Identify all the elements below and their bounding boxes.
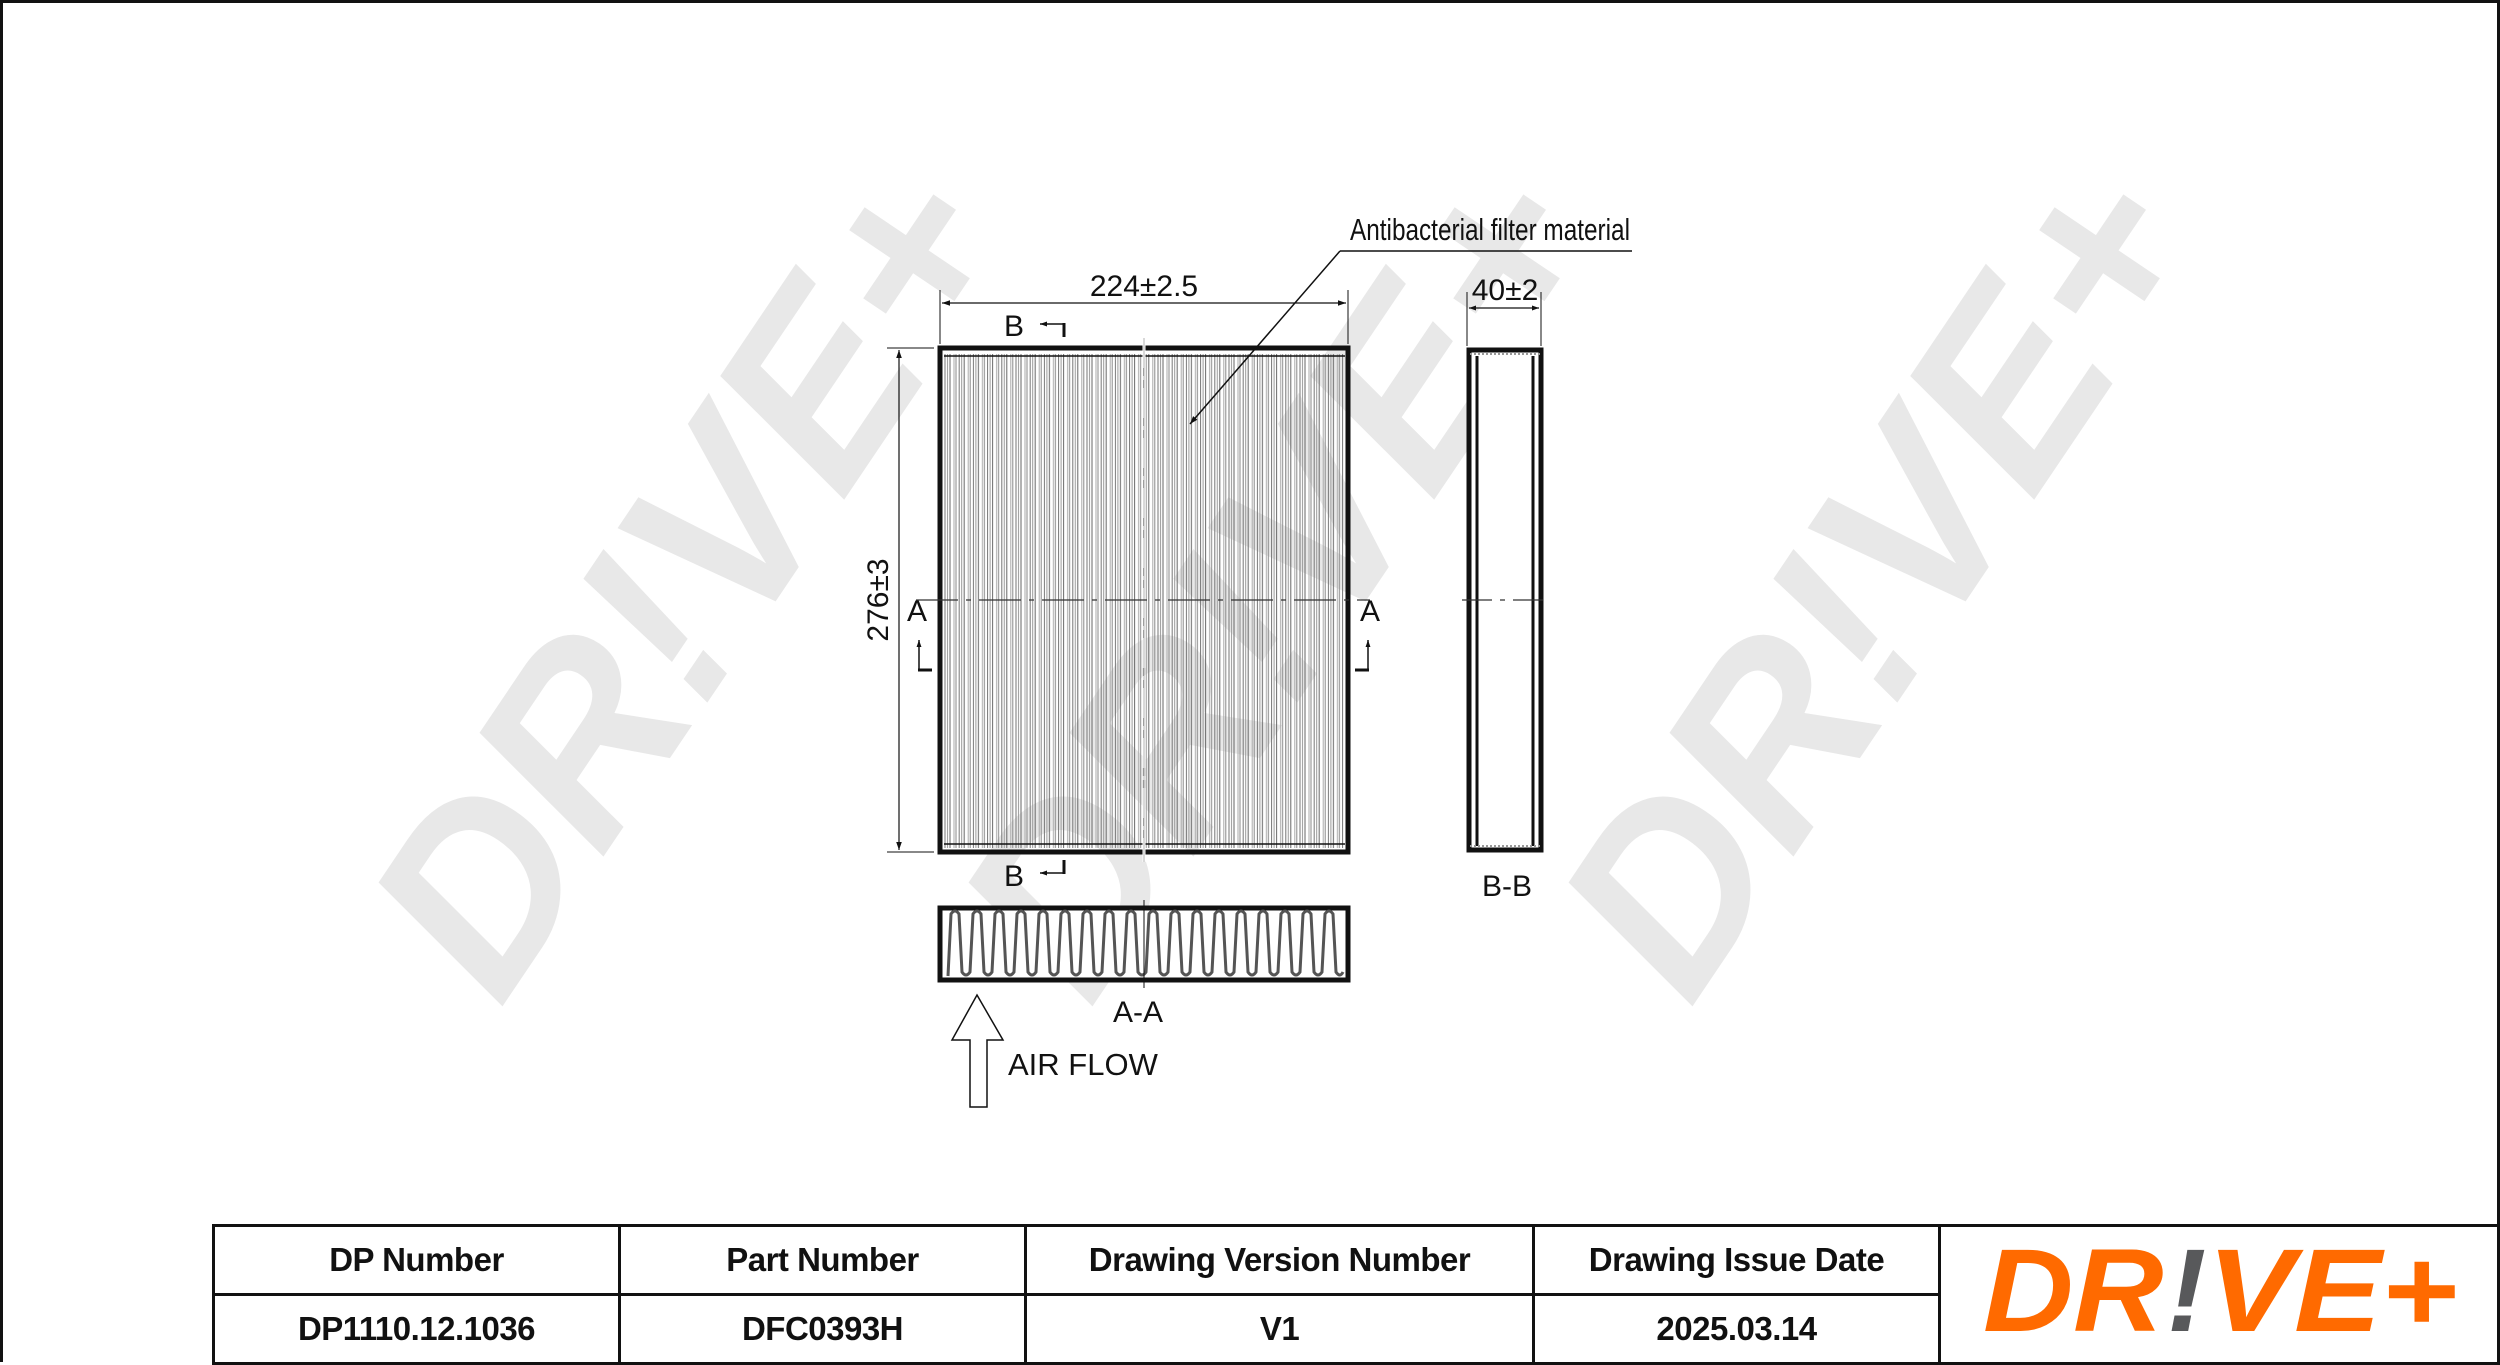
value-part-number: DFC0393H xyxy=(620,1295,1026,1364)
svg-text:224±2.5: 224±2.5 xyxy=(1090,270,1198,303)
svg-text:B-B: B-B xyxy=(1482,870,1532,903)
svg-text:Antibacterial filter material: Antibacterial filter material xyxy=(1350,212,1630,247)
section-view-aa: A-A xyxy=(940,900,1348,1029)
svg-text:A: A xyxy=(907,595,927,628)
section-marker-b-top: B xyxy=(1004,310,1064,343)
airflow-label: AIR FLOW xyxy=(1008,1047,1159,1082)
svg-text:40±2: 40±2 xyxy=(1472,274,1539,307)
title-block: DP Number Part Number Drawing Version Nu… xyxy=(212,1224,2500,1365)
svg-text:!: ! xyxy=(2167,1236,2206,1346)
svg-text:276±3: 276±3 xyxy=(862,558,895,641)
side-view-bb: B-B xyxy=(1462,350,1546,903)
brand-logo-cell: DR ! VE+ xyxy=(1940,1226,2500,1364)
section-marker-a-left: A xyxy=(907,595,932,670)
svg-text:DR: DR xyxy=(1983,1236,2163,1346)
svg-text:B: B xyxy=(1004,310,1024,343)
value-drawing-version: V1 xyxy=(1026,1295,1534,1364)
value-issue-date: 2025.03.14 xyxy=(1534,1295,1940,1364)
header-issue-date: Drawing Issue Date xyxy=(1534,1226,1940,1295)
drive-plus-logo: DR ! VE+ xyxy=(1971,1236,2471,1346)
header-dp-number: DP Number xyxy=(214,1226,620,1295)
airflow-arrow-icon xyxy=(952,995,1003,1107)
svg-text:B: B xyxy=(1004,860,1024,893)
svg-text:VE+: VE+ xyxy=(2207,1236,2457,1346)
header-part-number: Part Number xyxy=(620,1226,1026,1295)
front-view xyxy=(916,338,1370,862)
header-drawing-version: Drawing Version Number xyxy=(1026,1226,1534,1295)
svg-text:A-A: A-A xyxy=(1113,996,1163,1029)
value-dp-number: DP1110.12.1036 xyxy=(214,1295,620,1364)
svg-text:A: A xyxy=(1360,595,1380,628)
